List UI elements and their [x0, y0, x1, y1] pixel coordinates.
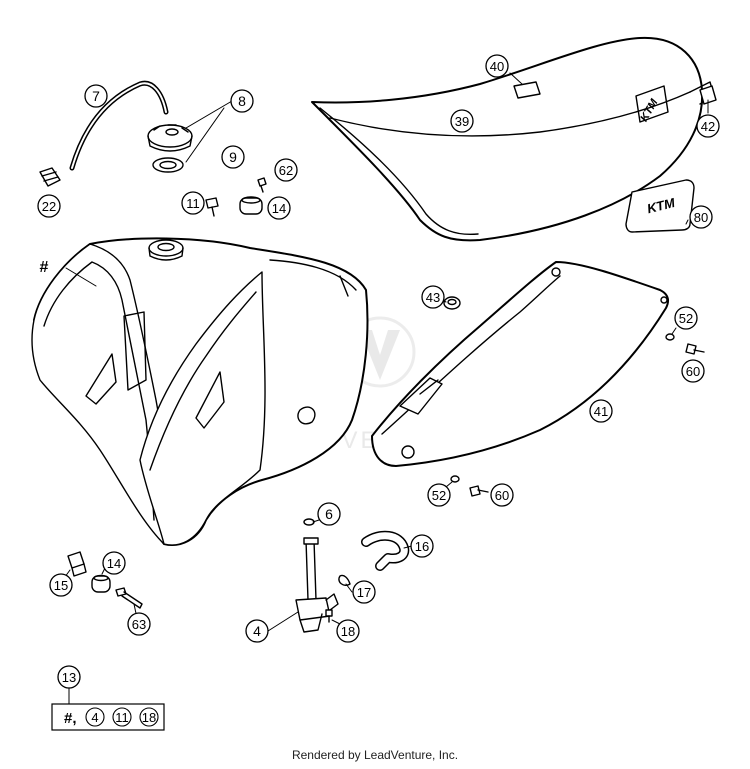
callout-label: 18 [341, 624, 355, 639]
svg-text:11: 11 [115, 710, 129, 725]
callout-39: 39 [450, 109, 474, 133]
callout-17: 17 [352, 580, 376, 604]
callout-label: 4 [253, 623, 261, 639]
callout-63: 63 [127, 612, 151, 636]
callout-18: 18 [336, 619, 360, 643]
callout-label: 13 [62, 670, 76, 685]
callout-14: 14 [267, 196, 291, 220]
svg-text:18: 18 [142, 710, 156, 725]
svg-text:4: 4 [91, 710, 98, 725]
callout-label: 7 [92, 88, 100, 104]
cap-gasket [152, 157, 184, 173]
callout-label: 43 [426, 290, 440, 305]
seat [311, 36, 715, 242]
washer-52-top [665, 333, 675, 341]
callout-15: 15 [49, 573, 73, 597]
callout-4: 4 [245, 619, 269, 643]
fuel-tank [31, 237, 369, 546]
fuel-tap [295, 537, 339, 633]
callout-label: 60 [686, 364, 700, 379]
callout-label: 52 [679, 311, 693, 326]
seat-bolt [699, 85, 717, 105]
kit-prefix: #, [64, 710, 77, 727]
callout-label: 16 [415, 539, 429, 554]
callout-label: 62 [279, 163, 293, 178]
callout-label: 17 [357, 585, 371, 600]
rubber-bush-top [239, 196, 263, 215]
rubber-bush-bottom [91, 574, 111, 593]
screw-62 [257, 177, 267, 193]
callout-16: 16 [410, 534, 434, 558]
callout-label: 14 [107, 556, 121, 571]
kit-item: 18 [139, 707, 159, 727]
callout-52: 52 [674, 306, 698, 330]
hose-fitting [39, 167, 61, 187]
callout-label: 22 [42, 199, 56, 214]
callout-6: 6 [317, 502, 341, 526]
callout-label: 60 [495, 488, 509, 503]
callout-label: 40 [490, 59, 504, 74]
bolt-63 [115, 587, 143, 609]
callout-layer: 7 8 9 22 62 11 14 40 39 42 80 43 52 60 41 52 60 6 16 14 15 63… [37, 54, 720, 689]
callout-label: 52 [432, 488, 446, 503]
callout-label: 9 [229, 149, 237, 165]
callout-label: 39 [455, 114, 469, 129]
callout-label: 42 [701, 119, 715, 134]
callout-11: 11 [181, 191, 205, 215]
screw-60-top [685, 343, 705, 355]
hose-clip [338, 574, 351, 586]
callout-label: 63 [132, 617, 146, 632]
callout-52: 52 [427, 483, 451, 507]
callout-41: 41 [589, 399, 613, 423]
callout-42: 42 [696, 114, 720, 138]
callout-label: 6 [325, 506, 333, 522]
tank-marker: # [40, 259, 49, 276]
callout-label: 11 [186, 196, 200, 211]
callout-22: 22 [37, 194, 61, 218]
callout-9: 9 [221, 145, 245, 169]
callout-60: 60 [490, 483, 514, 507]
callout-43: 43 [421, 285, 445, 309]
callout-7: 7 [84, 84, 108, 108]
footer-credit: Rendered by LeadVenture, Inc. [291, 748, 459, 762]
bolt-11 [205, 197, 219, 217]
grommet-43 [443, 296, 461, 310]
kit-item: 11 [112, 707, 132, 727]
callout-label: 80 [694, 210, 708, 225]
callout-label: 8 [238, 93, 246, 109]
callout-label: 41 [594, 404, 608, 419]
decal-logo: KTM [645, 195, 677, 217]
kit-box: #, 4 11 18 [51, 703, 165, 731]
screw-18 [325, 609, 333, 623]
callout-8: 8 [230, 89, 254, 113]
callout-80: 80 [689, 205, 713, 229]
washer-52-bottom [450, 475, 460, 483]
fuel-hose [361, 530, 410, 571]
callout-13: 13 [57, 665, 81, 689]
decal [625, 179, 695, 233]
fuel-cap [147, 124, 193, 152]
spacer-15 [67, 551, 87, 577]
callout-62: 62 [274, 158, 298, 182]
callout-60: 60 [681, 359, 705, 383]
callout-14: 14 [102, 551, 126, 575]
side-panel [371, 261, 669, 467]
callout-label: 14 [272, 201, 286, 216]
callout-40: 40 [485, 54, 509, 78]
callout-label: 15 [54, 578, 68, 593]
screw-60-bottom [469, 485, 489, 497]
kit-item: 4 [85, 707, 105, 727]
